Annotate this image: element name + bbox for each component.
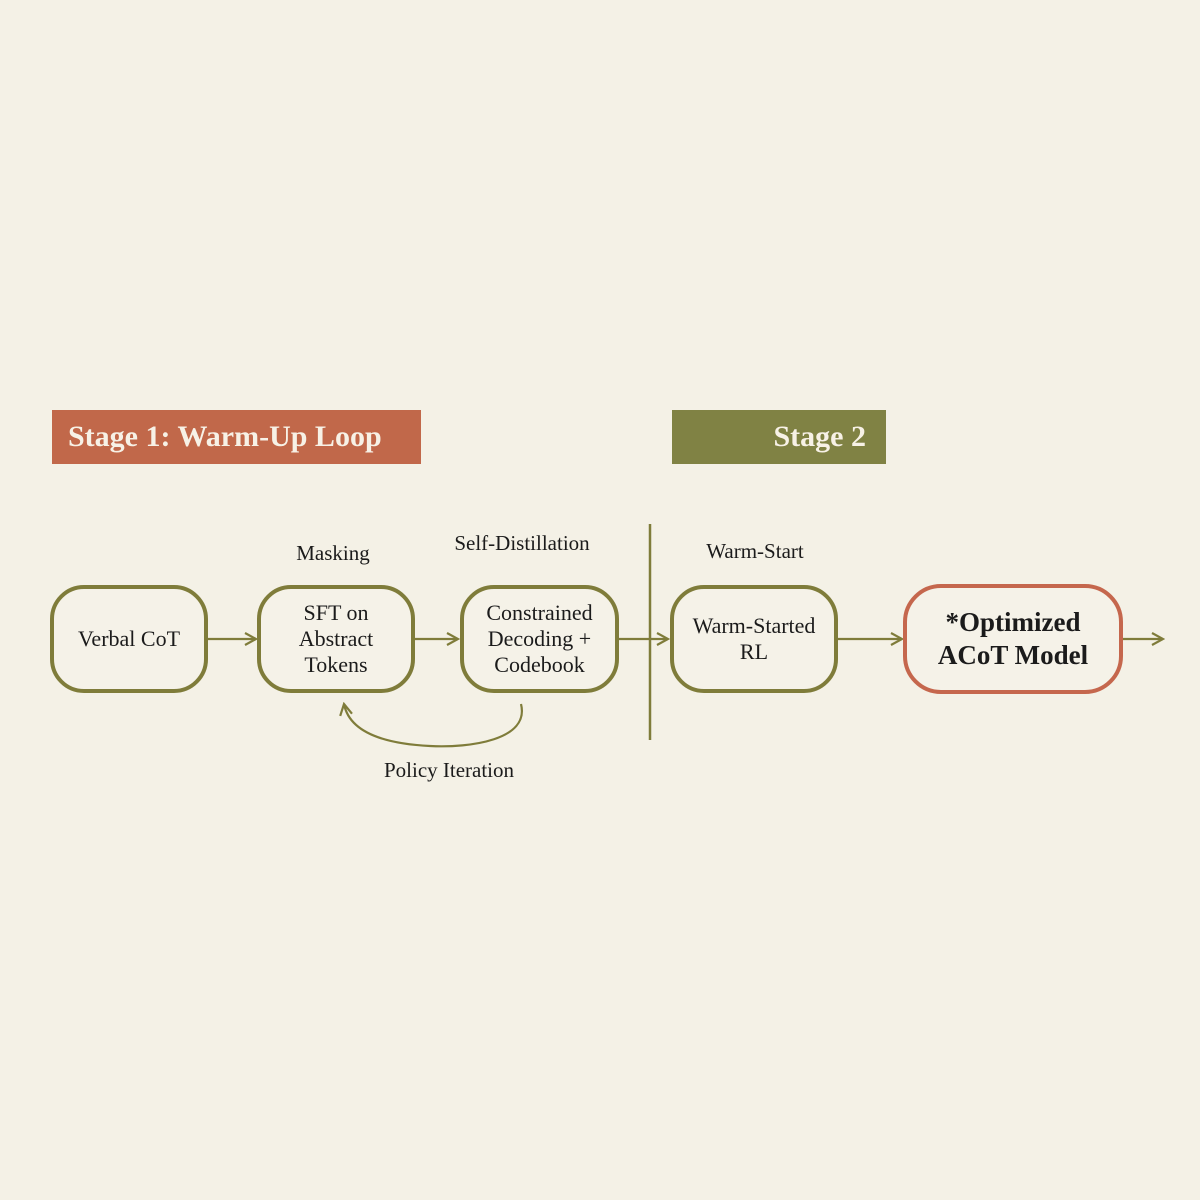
node-verbal-cot: Verbal CoT bbox=[50, 585, 208, 693]
node-label: SFT on Abstract Tokens bbox=[298, 600, 374, 677]
node-constrained-decoding: Constrained Decoding + Codebook bbox=[460, 585, 619, 693]
policy-iteration-loop-arrow bbox=[344, 704, 523, 748]
policy-iteration-label: Policy Iteration bbox=[383, 758, 515, 782]
stage-2-badge: Stage 2 bbox=[672, 410, 886, 464]
node-sft-abstract-tokens: SFT on Abstract Tokens bbox=[257, 585, 415, 693]
node-label: Verbal CoT bbox=[77, 626, 181, 651]
self-distillation-label: Self-Distillation bbox=[454, 531, 590, 555]
node-label: Warm-Started RL bbox=[692, 613, 816, 664]
node-label: Constrained Decoding + Codebook bbox=[486, 600, 593, 677]
masking-label: Masking bbox=[296, 541, 370, 565]
stage-1-badge: Stage 1: Warm-Up Loop bbox=[52, 410, 421, 464]
warm-start-label: Warm-Start bbox=[706, 539, 804, 563]
node-label: *Optimized ACoT Model bbox=[937, 607, 1089, 670]
node-optimized-acot-model: *Optimized ACoT Model bbox=[903, 584, 1123, 694]
node-warm-started-rl: Warm-Started RL bbox=[670, 585, 838, 693]
